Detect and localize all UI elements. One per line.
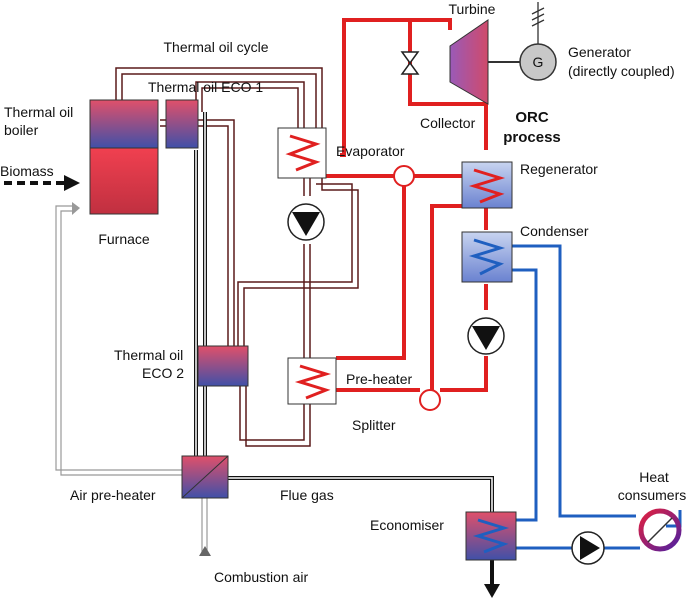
heat-consumers-label-line1: Heat [639,469,669,485]
air-piping [55,205,208,556]
air-preheater-label: Air pre-heater [70,487,156,503]
thermal-oil-eco1-label: Thermal oil ECO 1 [148,79,263,95]
furnace [89,147,159,215]
orc-feed-pump [467,317,505,355]
condenser [461,231,513,283]
economiser-label: Economiser [370,517,444,533]
thermal-oil-eco2 [197,345,249,387]
thermal-oil-boiler-label-line1: Thermal oil [4,104,73,120]
thermal-oil-eco2-label-line1: Thermal oil [114,347,183,363]
generator-label-line1: Generator [568,44,631,60]
biomass-label: Biomass [0,163,54,179]
air-preheater [181,455,229,499]
condenser-label: Condenser [520,223,589,239]
flue-gas-piping [194,112,500,598]
thermal-oil-eco2-label-line2: ECO 2 [142,365,184,381]
splitter-label: Splitter [352,417,396,433]
preheater-label: Pre-heater [346,371,412,387]
bypass-valve-icon [400,51,420,75]
orc-label-line2: process [503,129,561,146]
economiser [465,511,517,561]
evaporator [277,127,327,179]
turbine [449,19,489,105]
biomass-feed-arrow [4,175,80,191]
turbine-label: Turbine [449,1,496,17]
heating-circuit-pump [571,531,605,565]
generator: G [519,43,557,81]
heat-consumers-label-line2: consumers [618,487,686,503]
heat-consumers [638,508,682,552]
splitter [419,389,441,411]
regenerator-label: Regenerator [520,161,598,177]
orc-loop-piping [326,18,488,392]
biomass-arrow-icon [64,175,80,191]
grid-connection-icon [531,2,545,44]
generator-label-line2: (directly coupled) [568,63,675,79]
thermal-oil-cycle-label: Thermal oil cycle [163,39,268,55]
flue-gas-label: Flue gas [280,487,334,503]
collector-label: Collector [420,115,476,131]
air-inlet-arrow-icon [199,546,211,556]
thermal-oil-pump [287,203,325,241]
combustion-air-label: Combustion air [214,569,308,585]
furnace-label: Furnace [98,231,150,247]
orc-label-line1: ORC [515,109,549,126]
thermal-oil-eco1 [165,99,199,149]
generator-symbol: G [533,54,544,70]
collector [393,165,415,187]
preheater [287,357,337,405]
regenerator [461,161,513,209]
evaporator-label: Evaporator [336,143,405,159]
thermal-oil-boiler-label-line2: boiler [4,122,39,138]
thermal-oil-boiler [89,99,159,149]
air-supply-arrow-icon [72,202,80,215]
